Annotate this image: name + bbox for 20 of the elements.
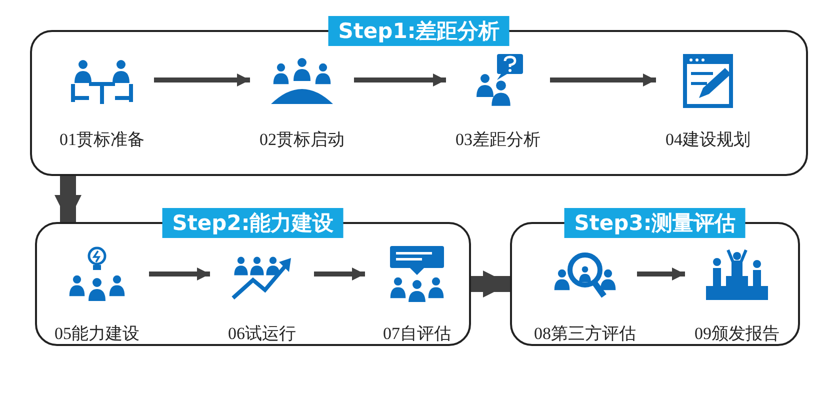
stage-heading: Step1:差距分析: [328, 16, 510, 46]
stage-heading: Step3:测量评估: [564, 208, 746, 238]
stage-heading: Step2:能力建设: [162, 208, 344, 238]
arrow: [550, 74, 656, 86]
arrow: [149, 268, 210, 280]
step-label: 07自评估: [383, 323, 451, 345]
step-label: 08第三方评估: [534, 323, 636, 345]
step-label: 01贯标准备: [60, 129, 144, 151]
step-label: 03差距分析: [456, 129, 540, 151]
step-label: 04建设规划: [666, 129, 750, 151]
arrow: [314, 268, 365, 280]
arrow: [354, 74, 446, 86]
step-label: 06试运行: [228, 323, 296, 345]
arrow: [637, 268, 685, 280]
arrow: [154, 74, 250, 86]
arrow: [54, 176, 82, 222]
arrow: [471, 270, 510, 298]
step-label: 02贯标启动: [260, 129, 344, 151]
step-label: 09颁发报告: [694, 323, 780, 345]
step-label: 05能力建设: [54, 323, 140, 345]
